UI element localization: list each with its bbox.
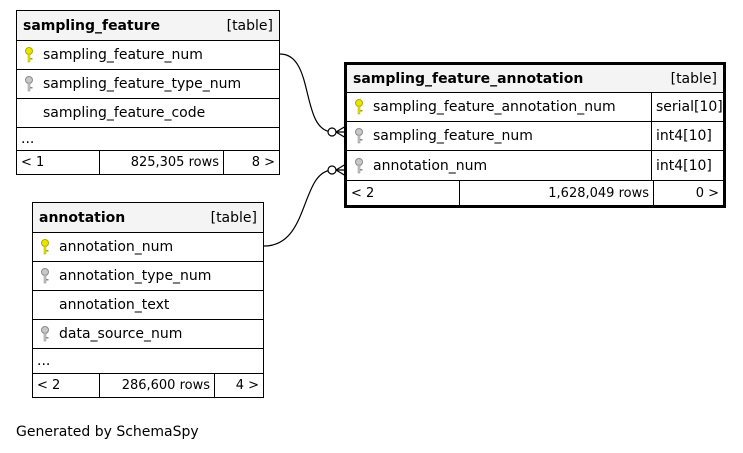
table-name: sampling_feature	[23, 17, 161, 34]
table-header: sampling_feature_annotation [table]	[347, 65, 723, 93]
foreign-key-icon	[355, 157, 363, 173]
table-footer: < 1 825,305 rows 8 >	[17, 150, 279, 174]
column-row[interactable]: annotation_type_num	[33, 262, 263, 291]
primary-key-icon	[355, 99, 363, 115]
parents-count[interactable]: < 2	[347, 181, 460, 205]
foreign-key-icon	[355, 128, 363, 144]
table-header: sampling_feature [table]	[17, 11, 279, 41]
column-name: ...	[21, 131, 35, 147]
column-row[interactable]: sampling_feature_annotation_num serial[1…	[347, 93, 723, 122]
primary-key-icon	[41, 239, 49, 255]
children-count[interactable]: 8 >	[251, 155, 275, 170]
column-type: int4[10]	[651, 122, 723, 150]
column-name: sampling_feature_code	[43, 105, 206, 121]
column-type: serial[10]	[651, 93, 723, 121]
table-kind: [table]	[670, 70, 717, 87]
table-footer: < 2 286,600 rows 4 >	[33, 373, 263, 397]
row-count: 1,628,049 rows	[460, 181, 654, 205]
column-name: sampling_feature_num	[373, 128, 533, 144]
column-row[interactable]: sampling_feature_num	[17, 41, 279, 70]
children-count[interactable]: 4 >	[235, 378, 259, 393]
table-name: sampling_feature_annotation	[353, 70, 584, 87]
edge-end-circle	[327, 165, 337, 175]
primary-key-icon	[25, 47, 33, 63]
column-list: annotation_num annotation_type_num annot…	[33, 233, 263, 373]
edge-end-circle	[327, 127, 337, 137]
column-row-ellipsis: ...	[17, 128, 279, 150]
table-header: annotation [table]	[33, 203, 263, 233]
column-name: sampling_feature_num	[43, 47, 203, 63]
column-name: sampling_feature_type_num	[43, 76, 242, 92]
column-name: annotation_num	[59, 239, 174, 255]
column-row[interactable]: data_source_num	[33, 320, 263, 349]
column-row-ellipsis: ...	[33, 349, 263, 373]
column-row[interactable]: sampling_feature_type_num	[17, 70, 279, 99]
children-count[interactable]: 0 >	[695, 185, 719, 201]
parents-count[interactable]: < 1	[17, 151, 100, 174]
table-sampling-feature-annotation[interactable]: sampling_feature_annotation [table] samp…	[344, 62, 726, 208]
edge-sampling-feature-num	[279, 53, 333, 133]
column-row[interactable]: annotation_num	[33, 233, 263, 262]
column-name: annotation_num	[373, 157, 488, 174]
column-type: int4[10]	[651, 151, 723, 180]
column-name: annotation_type_num	[59, 268, 212, 284]
foreign-key-icon	[25, 76, 33, 92]
table-sampling-feature[interactable]: sampling_feature [table] sampling_featur…	[16, 10, 280, 175]
table-annotation[interactable]: annotation [table] annotation_num annota…	[32, 202, 264, 398]
column-list: sampling_feature_annotation_num serial[1…	[347, 93, 723, 180]
row-count: 286,600 rows	[100, 374, 215, 397]
column-row[interactable]: annotation_num int4[10]	[347, 151, 723, 180]
foreign-key-icon	[41, 326, 49, 342]
column-name: annotation_text	[59, 297, 170, 313]
table-kind: [table]	[210, 209, 257, 226]
column-name: data_source_num	[59, 326, 183, 342]
parents-count[interactable]: < 2	[33, 374, 100, 397]
table-footer: < 2 1,628,049 rows 0 >	[347, 180, 723, 205]
generated-by-label: Generated by SchemaSpy	[16, 424, 199, 440]
column-name: ...	[37, 353, 51, 369]
table-kind: [table]	[226, 17, 273, 34]
column-row[interactable]: annotation_text	[33, 291, 263, 320]
column-row[interactable]: sampling_feature_num int4[10]	[347, 122, 723, 151]
row-count: 825,305 rows	[100, 151, 224, 174]
edge-annotation-num	[263, 169, 333, 247]
table-name: annotation	[39, 209, 126, 226]
column-row[interactable]: sampling_feature_code	[17, 99, 279, 128]
column-list: sampling_feature_num sampling_feature_ty…	[17, 41, 279, 150]
column-name: sampling_feature_annotation_num	[373, 99, 616, 115]
foreign-key-icon	[41, 268, 49, 284]
